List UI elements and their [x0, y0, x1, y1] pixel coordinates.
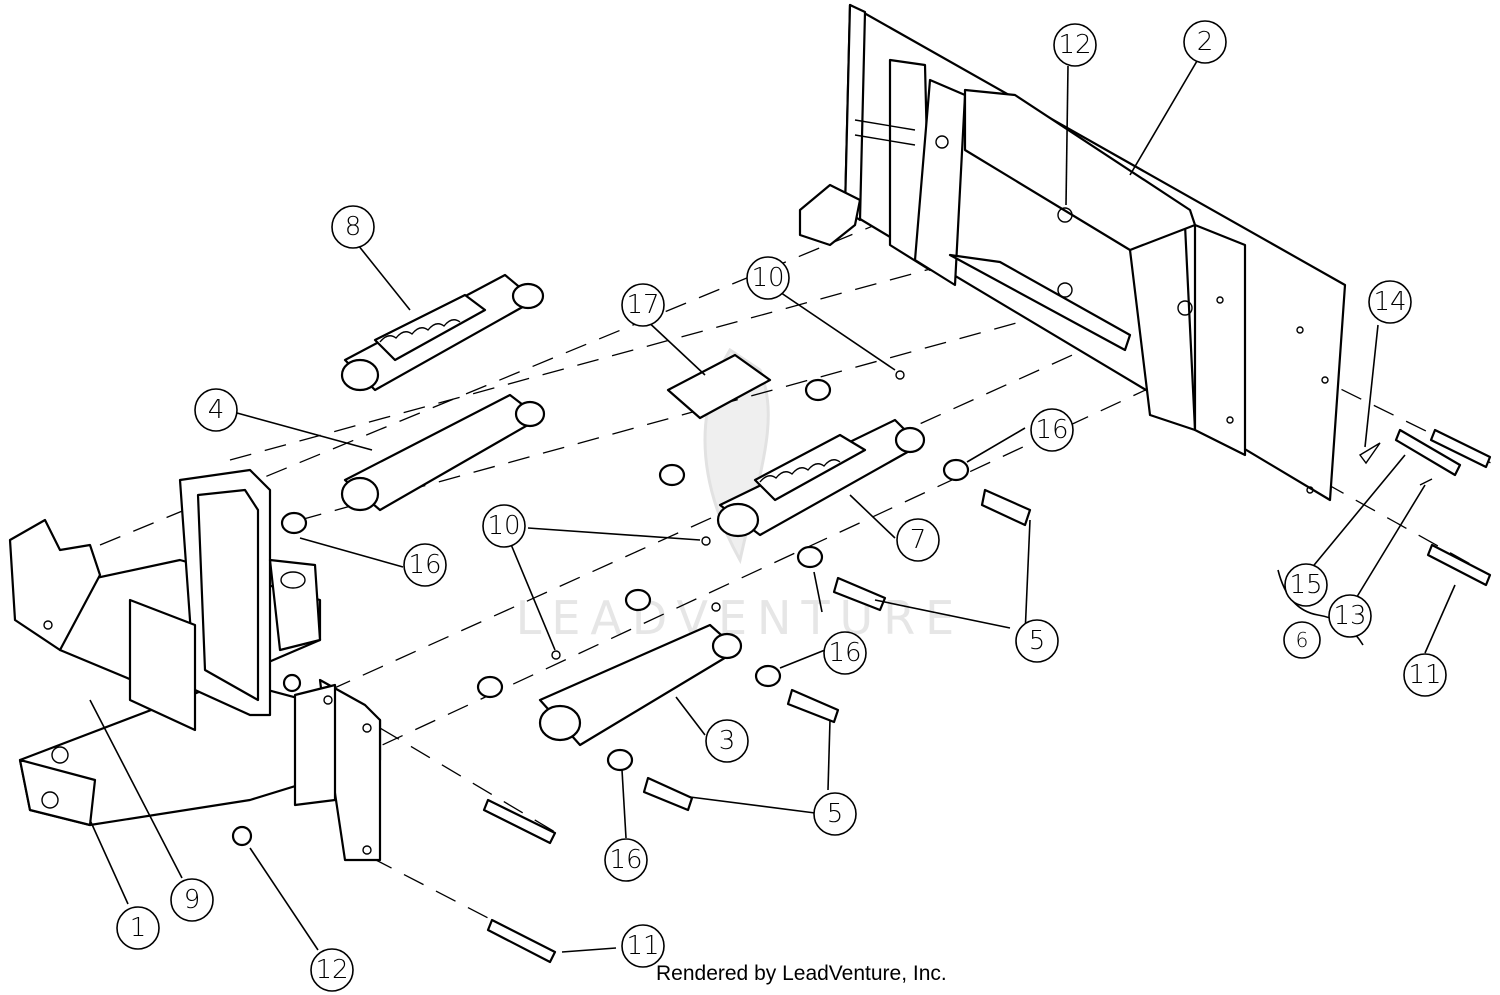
- part-link-7: [716, 418, 926, 538]
- svg-text:10: 10: [751, 263, 784, 293]
- svg-text:16: 16: [609, 845, 642, 875]
- svg-text:3: 3: [719, 726, 736, 756]
- callout-11a: 11: [621, 924, 665, 968]
- callout-6: 6: [1283, 621, 1321, 659]
- callout-9: 9: [170, 878, 214, 922]
- part-link-3: [538, 623, 743, 747]
- svg-text:5: 5: [1029, 626, 1046, 656]
- svg-text:4: 4: [208, 395, 225, 425]
- callout-12a: 12: [1053, 23, 1097, 67]
- clips: [551, 370, 1433, 660]
- svg-text:10: 10: [487, 511, 520, 541]
- callout-16b: 16: [1030, 408, 1074, 452]
- callout-7: 7: [896, 518, 940, 562]
- svg-text:9: 9: [184, 885, 201, 915]
- callout-2: 2: [1183, 20, 1227, 64]
- nuts: [231, 673, 302, 847]
- callout-14: 14: [1368, 280, 1412, 324]
- part-decal-17: [666, 353, 772, 420]
- callout-15: 15: [1284, 563, 1328, 607]
- svg-text:7: 7: [910, 525, 927, 555]
- svg-text:15: 15: [1289, 570, 1322, 600]
- callout-13: 13: [1328, 594, 1372, 638]
- callout-5a: 5: [1015, 619, 1059, 663]
- svg-text:11: 11: [626, 931, 659, 961]
- part-quick-attach-plate: [798, 3, 1347, 502]
- watermark-text: LEADVENTURE: [516, 591, 965, 645]
- svg-text:8: 8: [345, 212, 362, 242]
- callout-5b: 5: [813, 792, 857, 836]
- callout-10b: 10: [482, 504, 526, 548]
- svg-text:16: 16: [408, 550, 441, 580]
- callout-1: 1: [116, 906, 160, 950]
- callout-17: 17: [621, 283, 665, 327]
- callout-4: 4: [194, 388, 238, 432]
- part-link-8: [340, 273, 545, 392]
- callouts: 1 2 3 4 5 5 6 7 8 9 10 10 11 11 12 12 13…: [116, 20, 1447, 992]
- part-frame-mount: [8, 468, 382, 862]
- svg-text:6: 6: [1296, 628, 1309, 652]
- callout-16d: 16: [604, 838, 648, 882]
- callout-16a: 16: [403, 543, 447, 587]
- svg-text:16: 16: [828, 638, 861, 668]
- callout-3: 3: [705, 719, 749, 763]
- pins: [642, 488, 1032, 812]
- svg-text:17: 17: [626, 290, 659, 320]
- bushings: [280, 378, 970, 772]
- callout-11b: 11: [1403, 653, 1447, 697]
- callout-8: 8: [331, 205, 375, 249]
- svg-text:12: 12: [315, 955, 348, 985]
- svg-text:16: 16: [1035, 415, 1068, 445]
- callout-16c: 16: [823, 631, 867, 675]
- svg-text:12: 12: [1058, 30, 1091, 60]
- callout-10a: 10: [746, 256, 790, 300]
- bolts: [482, 428, 1492, 964]
- svg-text:2: 2: [1197, 27, 1214, 57]
- svg-text:14: 14: [1373, 287, 1406, 317]
- part-link-4: [340, 393, 546, 512]
- svg-text:1: 1: [130, 913, 147, 943]
- svg-text:13: 13: [1333, 601, 1366, 631]
- leader-lines: [89, 60, 1456, 953]
- footer-credit: Rendered by LeadVenture, Inc.: [656, 962, 947, 985]
- callout-12b: 12: [310, 948, 354, 992]
- svg-text:11: 11: [1408, 660, 1441, 690]
- svg-text:5: 5: [827, 799, 844, 829]
